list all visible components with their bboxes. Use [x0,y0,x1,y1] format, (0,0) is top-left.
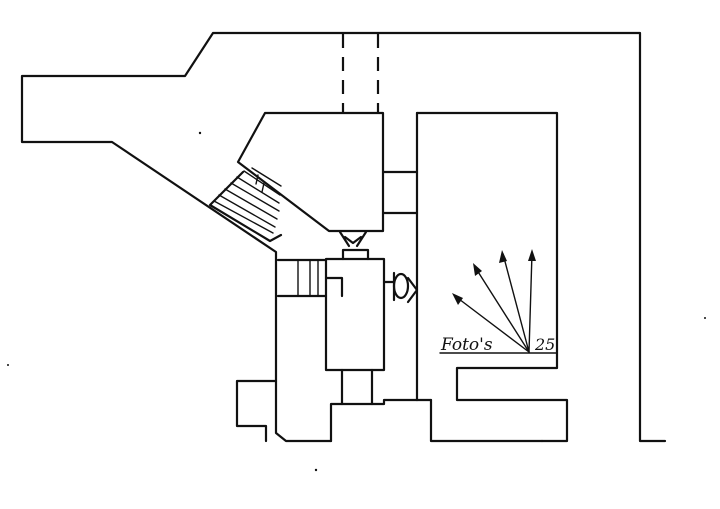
lower-column [340,368,374,406]
valve-wheel-icon [382,271,419,304]
angled-housing [236,111,385,233]
right-chamber [415,111,569,443]
lower-left-buttress [235,379,278,443]
stepped-embrasure [208,167,283,243]
scan-specks [7,131,706,472]
central-column [324,257,386,372]
photo-direction-arrows [452,249,536,353]
side-steps [276,258,344,298]
outer-wall [20,31,667,443]
column-base [329,398,419,443]
upper-connector [382,170,419,215]
column-neck [338,230,368,248]
central-column-cap [341,248,370,261]
photo-number: 25 [534,335,555,354]
right-chamber-inner [415,111,544,443]
photos-label: Foto's [440,335,493,355]
